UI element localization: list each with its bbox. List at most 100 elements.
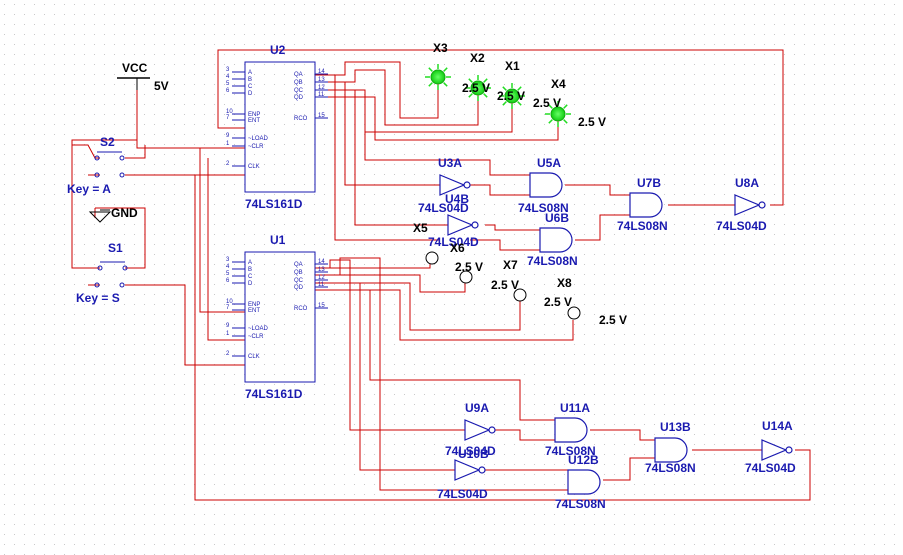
gate-ref: U8A [735, 176, 759, 190]
probe-ref: X4 [551, 77, 566, 91]
probe-ref: X5 [413, 221, 428, 235]
probe-x8[interactable]: X8 2.5 V [544, 276, 581, 320]
gnd-symbol: GND [88, 206, 138, 223]
switch-s2[interactable]: S2 Key = A [67, 135, 125, 196]
gate-part: 74LS04D [437, 487, 488, 501]
pin-number: 3 [226, 257, 230, 263]
switch-s1-ref: S1 [108, 241, 123, 255]
counter-u2-ref: U2 [270, 43, 286, 57]
probe-voltage: 2.5 V [462, 81, 490, 95]
pin-number: 15 [318, 303, 325, 309]
gate-part: 74LS08N [518, 201, 569, 215]
gate-part: 74LS04D [418, 201, 469, 215]
gate-u9a[interactable]: U9A 74LS04D [445, 401, 496, 458]
gate-ref: U14A [762, 419, 793, 433]
gate-part: 74LS04D [716, 219, 767, 233]
pin-number: 1 [226, 331, 230, 337]
probe-ref: X2 [470, 51, 485, 65]
counter-u2-part: 74LS161D [245, 197, 303, 211]
gate-part: 74LS08N [545, 444, 596, 458]
probe-voltage-readout: 2.5 V [599, 313, 627, 327]
gate-u3a[interactable]: U3A 74LS04D [418, 156, 471, 215]
probe-voltage: 2.5 V [455, 260, 483, 274]
probe-x7[interactable]: X72.5 V [491, 258, 527, 302]
probe-glow-rays [545, 101, 571, 127]
probe-lamp-off [567, 306, 581, 320]
gate-ref: U4B [445, 192, 469, 206]
probe-voltage: 2.5 V [533, 96, 561, 110]
probe-lamp-lit [550, 106, 566, 122]
counter-u2[interactable]: U2 74LS161D A3B4C5D6ENP10ENT7~LOAD9~CLR1… [226, 43, 328, 211]
pin-number: 2 [226, 351, 230, 357]
pin-label: CLK [248, 354, 260, 360]
pin-label: ~LOAD [248, 326, 269, 332]
pin-number: 13 [318, 267, 325, 273]
pin-label: ENT [248, 308, 260, 314]
pin-label: A [248, 260, 252, 266]
wires [71, 49, 811, 501]
counter-u1-ref: U1 [270, 233, 286, 247]
probe-x3[interactable]: X3 [425, 41, 451, 90]
pin-label: B [248, 77, 252, 83]
gate-part: 74LS04D [445, 444, 496, 458]
probe-x5[interactable]: X5 [413, 221, 439, 265]
probe-glow-rays [499, 83, 525, 109]
probe-x2[interactable]: X2 2.5 V [462, 51, 491, 101]
pin-label: D [248, 281, 253, 287]
pin-label: ENP [248, 112, 260, 118]
probe-lamp-lit [470, 80, 486, 96]
switch-s1-key: Key = S [76, 291, 120, 305]
pin-label: B [248, 267, 252, 273]
pin-number: 13 [318, 77, 325, 83]
vcc-value: 5V [154, 79, 169, 93]
switch-s1[interactable]: S1 Key = S [76, 241, 128, 305]
pin-label: ~CLR [248, 334, 264, 340]
pin-label: QC [294, 278, 304, 284]
inverter-bubble [471, 221, 479, 229]
counter-u2-body [244, 61, 316, 193]
gate-ref: U9A [465, 401, 489, 415]
and-gate-body [529, 172, 563, 198]
probe-x6[interactable]: X62.5 V [450, 241, 483, 284]
and-gate-body [654, 437, 688, 463]
gate-ref: U12B [568, 453, 599, 467]
probe-x1[interactable]: X12.5 V [497, 59, 525, 109]
pin-label: QD [294, 285, 304, 291]
probe-lamp-off [513, 288, 527, 302]
not-gate-body [464, 419, 491, 441]
not-gate-body [454, 459, 481, 481]
pin-number: 9 [226, 323, 230, 329]
pin-number: 5 [226, 81, 230, 87]
gate-ref: U3A [438, 156, 462, 170]
pin-number: 2 [226, 161, 230, 167]
pin-label: QA [294, 72, 303, 78]
and-gate-body [554, 417, 588, 443]
pin-label: QB [294, 80, 303, 86]
pin-label: CLK [248, 164, 260, 170]
inverter-bubble [463, 181, 471, 189]
counter-u1[interactable]: U1 74LS161D A3B4C5D6ENP10ENT7~LOAD9~CLR1… [226, 233, 328, 401]
pin-label: A [248, 70, 252, 76]
inverter-bubble [758, 201, 766, 209]
gate-u8a[interactable]: U8A 74LS04D [716, 176, 767, 233]
gate-u12b[interactable]: U12B 74LS08N [555, 453, 606, 511]
probe-x4[interactable]: X4 2.5 V [533, 77, 571, 127]
inverter-bubble [785, 446, 793, 454]
probe-voltage: 2.5 V [544, 295, 572, 309]
gate-part: 74LS08N [555, 497, 606, 511]
pin-label: ~LOAD [248, 136, 269, 142]
pin-label: C [248, 84, 253, 90]
probe-ref: X8 [557, 276, 572, 290]
pin-number: 3 [226, 67, 230, 73]
gate-ref: U6B [545, 211, 569, 225]
pin-number: 14 [318, 259, 325, 265]
